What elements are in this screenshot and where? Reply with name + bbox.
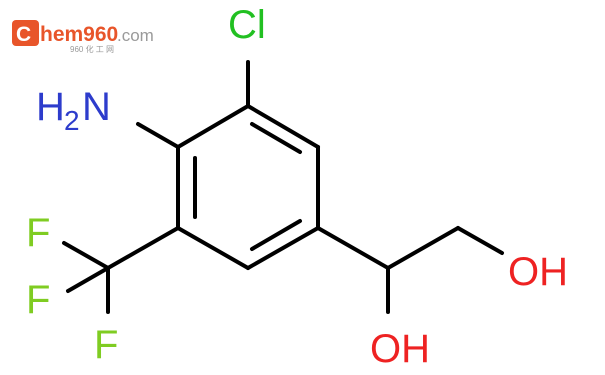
- benzene-ring: [176, 104, 320, 270]
- atom-fluorine-1: F: [26, 211, 50, 255]
- ring-bond-5: [176, 226, 250, 270]
- atom-fluorine-2: F: [26, 278, 50, 322]
- bond-to-ch2: [386, 226, 460, 270]
- bond-c-f2: [66, 266, 110, 293]
- ring-bond-4: [246, 226, 320, 270]
- atom-chlorine: Cl: [228, 3, 266, 47]
- bond-to-oh-primary: [456, 226, 504, 255]
- bond-to-nh2: [136, 122, 180, 149]
- atom-amino-h: H: [36, 85, 65, 129]
- ring-inner-bond-bottom: [250, 219, 302, 251]
- atom-fluorine-3: F: [94, 323, 118, 367]
- atom-hydroxyl-primary: OH: [508, 250, 568, 294]
- bond-c-f1: [62, 241, 110, 270]
- atom-amino-subscript: 2: [64, 105, 80, 136]
- ring-bond-1: [176, 104, 250, 149]
- chem960-logo: C hem960 .com 960 化 工 网: [12, 20, 154, 54]
- atom-amino-n: N: [82, 85, 111, 129]
- bond-to-cf3: [106, 226, 180, 270]
- bond-to-choh: [316, 226, 390, 270]
- logo-tagline: 960 化 工 网: [70, 44, 114, 54]
- atom-hydroxyl-secondary: OH: [370, 327, 430, 371]
- logo-letter-c: C: [16, 23, 31, 46]
- ring-bond-2: [246, 104, 320, 149]
- logo-wordmark: hem960: [40, 23, 118, 46]
- ring-inner-bond-top: [250, 122, 302, 154]
- logo-tld: .com: [117, 26, 154, 45]
- logo-badge-icon: [12, 20, 39, 46]
- amino-group: H 2 N: [36, 85, 111, 136]
